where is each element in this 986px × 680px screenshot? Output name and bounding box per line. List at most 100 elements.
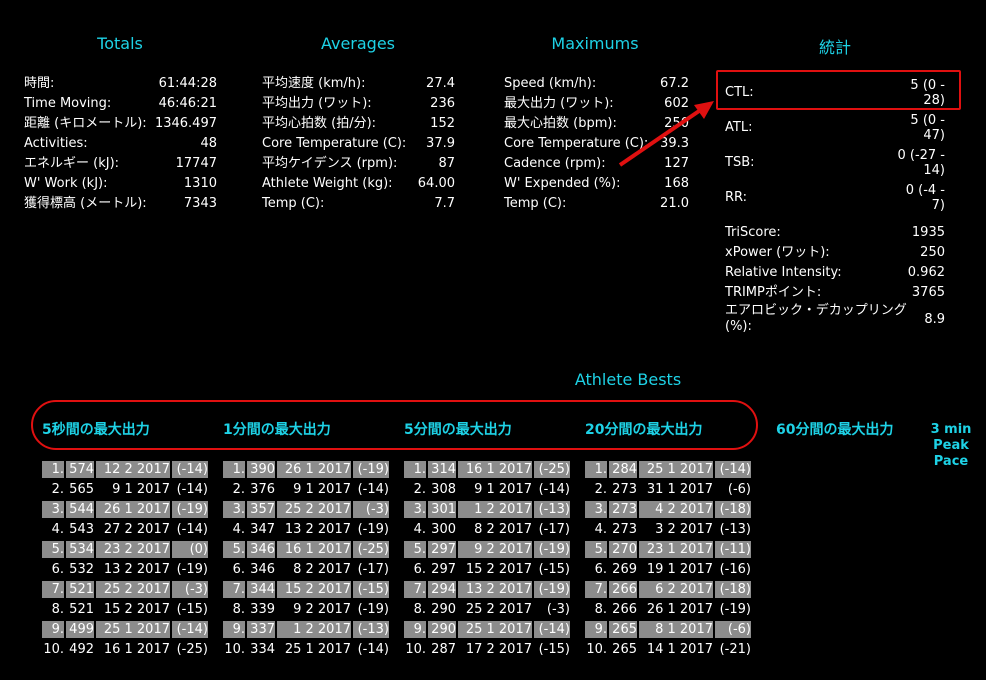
best-rank: 3. <box>585 501 607 518</box>
best-rank: 10. <box>586 642 607 657</box>
best-diff: (-14) <box>357 482 389 497</box>
best-val: 273 <box>609 501 637 518</box>
best-diff: (-19) <box>176 562 208 577</box>
best-rank: 9. <box>223 621 245 638</box>
best-rank: 6. <box>51 562 64 577</box>
best-date: 16 1 2017 <box>103 642 170 657</box>
best-val: 544 <box>66 501 94 518</box>
averages-value: 7.7 <box>434 196 455 211</box>
stats-row: TriScore:1935 <box>725 223 945 243</box>
best-diff: (-15) <box>538 562 570 577</box>
best-header-5: 60分間の最大出力 <box>776 422 894 438</box>
best-date: 4 2 2017 <box>639 501 713 518</box>
best-rank: 3. <box>223 501 245 518</box>
maximums-row: Speed (km/h):67.2 <box>504 74 689 94</box>
best-date: 27 2 2017 <box>103 522 170 537</box>
totals-label: 獲得標高 (メートル): <box>24 196 147 211</box>
best-date: 26 1 2017 <box>646 602 713 617</box>
best-header-3: 5分間の最大出力 <box>404 422 512 438</box>
stats-title: 統計 <box>818 38 851 57</box>
maximums-row: 最大出力 (ワット):602 <box>504 94 689 114</box>
maximums-value: 127 <box>664 156 689 171</box>
averages-label: 平均速度 (km/h): <box>262 76 366 91</box>
best-rank: 10. <box>224 642 245 657</box>
maximums-label: Cadence (rpm): <box>504 156 606 171</box>
stats-metric-value: 5 (0 - <box>910 113 945 128</box>
best-val: 521 <box>69 602 94 617</box>
stats-decoupling-value: 8.9 <box>924 312 945 327</box>
best-date: 25 1 2017 <box>284 642 351 657</box>
stats-metric-label: RR: <box>725 190 748 205</box>
best-header-1: 5秒間の最大出力 <box>42 422 150 438</box>
best-val: 270 <box>609 541 637 558</box>
averages-row: 平均速度 (km/h): 27.4 <box>262 74 455 94</box>
best-date: 26 1 2017 <box>96 501 170 518</box>
stats-metric-range-end: 47) <box>923 128 945 143</box>
best-diff: (-3) <box>353 501 389 518</box>
totals-row: Time Moving:46:46:21 <box>24 94 217 114</box>
best-rank: 9. <box>585 621 607 638</box>
best-diff: (-3) <box>546 602 570 617</box>
best-date: 6 2 2017 <box>639 581 713 598</box>
best-rank: 5. <box>585 541 607 558</box>
best-rank: 4. <box>413 522 426 537</box>
best-diff: (-14) <box>172 461 208 478</box>
averages-value: 152 <box>430 116 455 131</box>
best-diff: (-25) <box>534 461 570 478</box>
best-date: 8 2 2017 <box>293 562 351 577</box>
best-val: 301 <box>428 501 456 518</box>
best-diff: (-14) <box>715 461 751 478</box>
best-val: 565 <box>69 482 94 497</box>
stats-label: TriScore: <box>725 225 781 240</box>
totals-row: エネルギー (kJ):17747 <box>24 154 217 174</box>
best-diff: (-19) <box>357 602 389 617</box>
totals-label: W' Work (kJ): <box>24 176 108 191</box>
maximums-value: 67.2 <box>660 76 689 91</box>
totals-row: 時間:61:44:28 <box>24 74 217 94</box>
best-diff: (-14) <box>357 642 389 657</box>
stats-decoupling-row: エアロビック・デカップリング (%): 8.9 <box>725 303 945 335</box>
maximums-value: 168 <box>664 176 689 191</box>
best-diff: (-11) <box>715 541 751 558</box>
best-val: 574 <box>66 461 94 478</box>
totals-row: 獲得標高 (メートル):7343 <box>24 194 217 214</box>
stats-label: TRIMPポイント: <box>725 285 822 300</box>
best-diff: (-15) <box>353 581 389 598</box>
averages-value: 37.9 <box>426 136 455 151</box>
maximums-label: Core Temperature (C): <box>504 136 649 151</box>
best-date: 15 2 2017 <box>103 602 170 617</box>
best-date: 9 1 2017 <box>474 482 532 497</box>
averages-value: 27.4 <box>426 76 455 91</box>
maximums-row: W' Expended (%):168 <box>504 174 689 194</box>
best-header-4: 20分間の最大出力 <box>585 422 703 438</box>
best-val: 314 <box>428 461 456 478</box>
stats-metric-label: TSB: <box>725 155 755 170</box>
best-date: 8 2 2017 <box>474 522 532 537</box>
best-diff: (-13) <box>353 621 389 638</box>
best-date: 25 2 2017 <box>96 581 170 598</box>
athlete-bests-title: Athlete Bests <box>574 370 682 389</box>
totals-value: 61:44:28 <box>158 76 217 91</box>
best-diff: (0) <box>172 541 208 558</box>
averages-row: Temp (C):7.7 <box>262 194 455 214</box>
maximums-row: Cadence (rpm): 127 <box>504 154 689 174</box>
best-date: 25 2 2017 <box>465 602 532 617</box>
totals-label: エネルギー (kJ): <box>24 156 120 171</box>
annotation-arrow-icon <box>618 101 714 167</box>
best-val: 308 <box>431 482 456 497</box>
best-diff: (-14) <box>172 621 208 638</box>
best-rank: 8. <box>594 602 607 617</box>
best-rank: 7. <box>42 581 64 598</box>
best-val: 357 <box>247 501 275 518</box>
stats-label: xPower (ワット): <box>725 245 830 260</box>
